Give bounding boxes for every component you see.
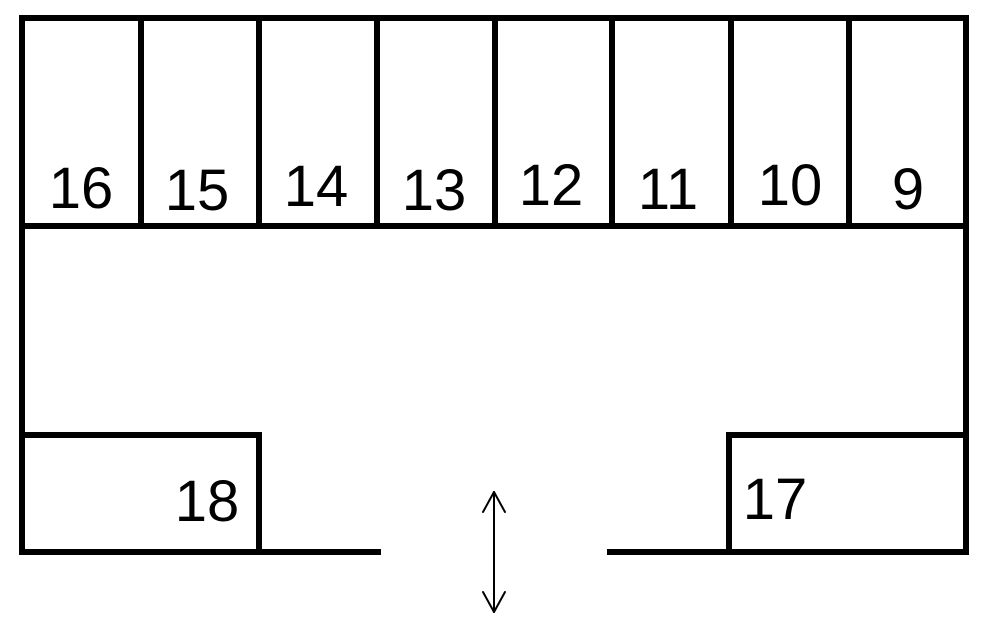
- space-label-12: 12: [519, 153, 584, 218]
- stall-18: 18: [19, 432, 262, 555]
- space-label-14: 14: [284, 154, 349, 219]
- space-label-15: 15: [165, 158, 230, 223]
- stall-17: 17: [726, 432, 969, 555]
- space-label-18: 18: [175, 469, 240, 534]
- space-label-11: 11: [638, 157, 698, 222]
- space-label-13: 13: [402, 158, 467, 223]
- space-label-9: 9: [892, 157, 924, 222]
- up-down-arrow-icon: [482, 491, 506, 613]
- top-row-stalls: 16 15 14 13 12 11 10 9: [19, 15, 969, 229]
- space-label-16: 16: [49, 156, 114, 221]
- space-label-17: 17: [743, 467, 808, 532]
- space-label-10: 10: [758, 153, 823, 218]
